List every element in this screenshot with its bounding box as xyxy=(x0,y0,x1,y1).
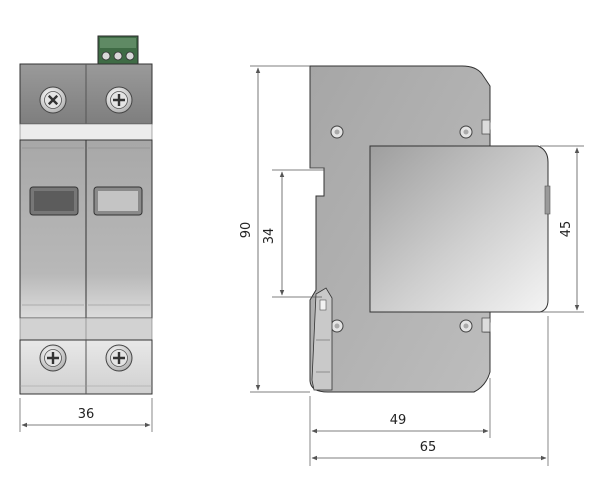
front-module-left xyxy=(19,139,87,319)
dimension-inner-height-label: 34 xyxy=(262,228,277,245)
dimension-front-height-label: 45 xyxy=(559,221,574,238)
screw-icon xyxy=(105,344,133,372)
screw-icon xyxy=(105,86,133,114)
dimension-inner-height xyxy=(272,169,324,298)
dimension-width-label: 36 xyxy=(78,407,95,422)
side-front-module xyxy=(369,145,549,313)
mounting-hole-icon xyxy=(330,319,344,333)
front-module-right xyxy=(85,139,153,319)
dimension-depth-total xyxy=(311,316,549,466)
dimension-depth-inner-label: 49 xyxy=(390,413,407,428)
front-view xyxy=(19,35,153,395)
connector-icon xyxy=(97,35,139,65)
dimension-width xyxy=(19,398,153,432)
dimension-depth-inner xyxy=(309,378,491,466)
dimension-height xyxy=(250,65,310,393)
screw-icon xyxy=(39,86,67,114)
dimension-front-height xyxy=(540,145,584,313)
mounting-hole-icon xyxy=(330,125,344,139)
dimension-depth-total-label: 65 xyxy=(420,440,437,455)
side-view xyxy=(309,65,551,393)
mounting-hole-icon xyxy=(459,125,473,139)
screw-icon xyxy=(39,344,67,372)
din-clip-latch xyxy=(311,287,333,391)
dimension-height-label: 90 xyxy=(239,222,254,239)
mounting-hole-icon xyxy=(459,319,473,333)
